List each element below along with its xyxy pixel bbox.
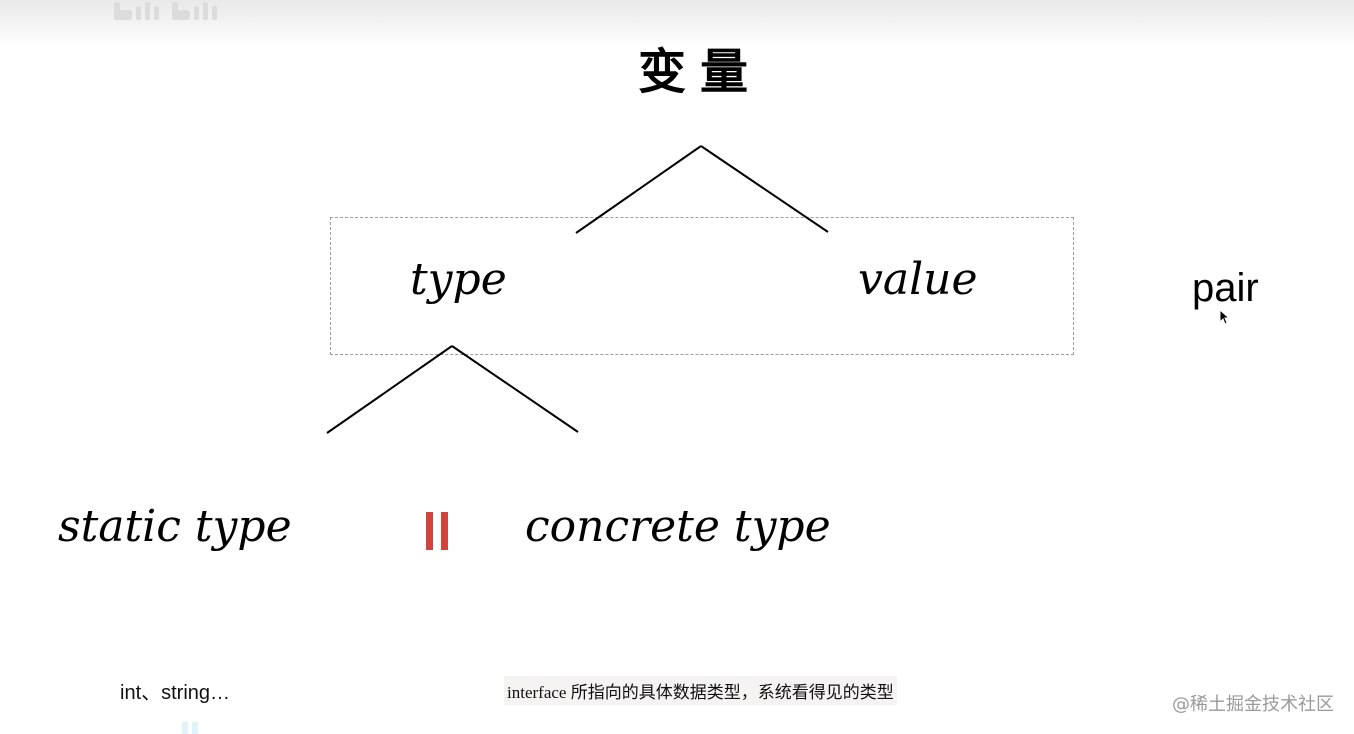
edge-root-to-type [575,145,702,234]
mouse-pointer-icon [1219,309,1229,325]
video-top-bar [0,0,1354,48]
static-type-caption: int、string… [120,682,231,704]
bottom-edge-artifact [182,722,198,734]
edge-type-to-static [326,345,453,434]
edge-root-to-value [700,145,829,233]
or-separator: || [426,512,448,550]
bilibili-logo-icon [114,2,217,20]
site-watermark: @稀土掘金技术社区 [1172,694,1334,715]
node-value: value [858,254,978,305]
node-concrete-type: concrete type [525,501,831,552]
pair-group-box [330,217,1074,355]
concrete-type-caption: interface 所指向的具体数据类型，系统看得见的类型 [504,676,897,705]
or-bar-right [441,512,448,550]
node-static-type: static type [58,501,292,552]
or-bar-left [426,512,433,550]
edge-type-to-concrete [451,345,579,433]
root-node-variable: 变量 [637,44,762,100]
pair-label: pair [1192,266,1259,310]
node-type: type [410,254,507,305]
